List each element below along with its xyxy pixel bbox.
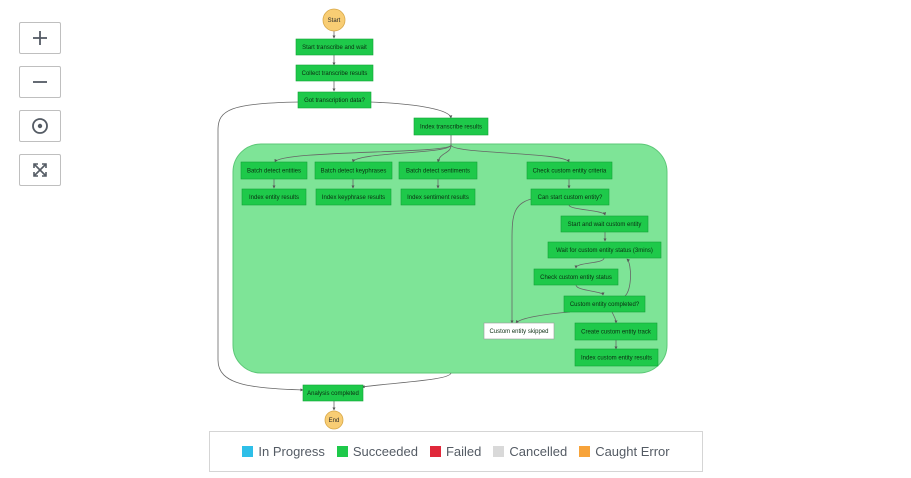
state-label: Collect transcribe results xyxy=(302,71,368,77)
state-index-transcribe[interactable]: Index transcribe results xyxy=(413,117,489,136)
state-can-start[interactable]: Can start custom entity? xyxy=(530,188,610,206)
state-analysis-completed[interactable]: Analysis completed xyxy=(302,384,364,402)
state-index-keyphrase[interactable]: Index keyphrase results xyxy=(315,188,392,206)
state-label: Start transcribe and wait xyxy=(302,45,367,51)
state-label: Check custom entity criteria xyxy=(533,169,607,175)
legend-item-cancelled: Cancelled xyxy=(493,444,567,459)
zoom-out-button[interactable] xyxy=(19,66,61,98)
state-got-data[interactable]: Got transcription data? xyxy=(297,91,372,109)
legend-label: Failed xyxy=(445,444,482,459)
expand-arrows-icon xyxy=(33,163,47,177)
legend-label: Cancelled xyxy=(509,444,568,459)
cancelled-swatch xyxy=(493,446,505,457)
legend-item-caught-error: Caught Error xyxy=(579,444,670,459)
center-graph-button[interactable] xyxy=(19,110,61,142)
state-label: Batch detect keyphrases xyxy=(321,169,387,175)
state-label: Start and wait custom entity xyxy=(568,222,642,228)
state-batch-entities[interactable]: Batch detect entities xyxy=(240,161,308,180)
state-entity-completed[interactable]: Custom entity completed? xyxy=(563,295,646,313)
state-label: Create custom entity track xyxy=(581,330,652,336)
in-progress-swatch xyxy=(242,446,254,457)
legend-item-failed: Failed xyxy=(429,444,482,459)
state-label: Custom entity skipped xyxy=(489,329,548,335)
state-label: Analysis completed xyxy=(307,391,359,397)
state-check-status[interactable]: Check custom entity status xyxy=(533,268,619,286)
start-node-label: Start xyxy=(328,18,341,24)
state-label: Index transcribe results xyxy=(420,125,482,131)
state-index-custom[interactable]: Index custom entity results xyxy=(574,348,659,367)
state-label: Index sentiment results xyxy=(407,195,469,201)
end-node[interactable]: End xyxy=(324,410,344,430)
legend-label: Caught Error xyxy=(595,444,670,459)
state-label: Custom entity completed? xyxy=(570,302,640,308)
state-wait-status[interactable]: Wait for custom entity status (3mins) xyxy=(547,241,662,259)
end-node-label: End xyxy=(329,418,340,424)
zoom-in-button[interactable] xyxy=(19,22,61,54)
status-legend: In Progress Succeeded Failed Cancelled C… xyxy=(209,431,703,472)
state-entity-skipped[interactable]: Custom entity skipped xyxy=(483,322,555,340)
state-label: Index custom entity results xyxy=(581,356,652,362)
start-node[interactable]: Start xyxy=(322,8,346,32)
minus-icon xyxy=(33,81,47,83)
state-collect-results[interactable]: Collect transcribe results xyxy=(295,64,374,82)
state-label: Index keyphrase results xyxy=(322,195,385,201)
legend-label: In Progress xyxy=(258,444,325,459)
state-start-wait-custom[interactable]: Start and wait custom entity xyxy=(560,215,649,233)
legend-item-succeeded: Succeeded xyxy=(336,444,418,459)
state-label: Batch detect entities xyxy=(247,169,301,175)
legend-item-in-progress: In Progress xyxy=(242,444,325,459)
plus-icon xyxy=(33,31,47,45)
state-label: Batch detect sentiments xyxy=(406,169,470,175)
state-batch-keyphrases[interactable]: Batch detect keyphrases xyxy=(314,161,393,180)
state-create-track[interactable]: Create custom entity track xyxy=(574,322,658,341)
state-batch-sentiments[interactable]: Batch detect sentiments xyxy=(398,161,478,180)
state-label: Index entity results xyxy=(249,195,299,201)
state-index-entity[interactable]: Index entity results xyxy=(241,188,307,206)
state-start-transcribe[interactable]: Start transcribe and wait xyxy=(295,38,374,56)
state-check-criteria[interactable]: Check custom entity criteria xyxy=(526,161,613,180)
fit-to-view-button[interactable] xyxy=(19,154,61,186)
caught-error-swatch xyxy=(579,446,591,457)
legend-label: Succeeded xyxy=(352,444,418,459)
failed-swatch xyxy=(429,446,441,457)
edges xyxy=(217,31,631,411)
state-label: Check custom entity status xyxy=(540,275,612,281)
state-index-sentiment[interactable]: Index sentiment results xyxy=(400,188,476,206)
state-label: Can start custom entity? xyxy=(538,195,603,201)
succeeded-swatch xyxy=(336,446,348,457)
state-label: Wait for custom entity status (3mins) xyxy=(556,248,653,254)
state-label: Got transcription data? xyxy=(304,98,365,104)
target-icon xyxy=(32,118,48,134)
